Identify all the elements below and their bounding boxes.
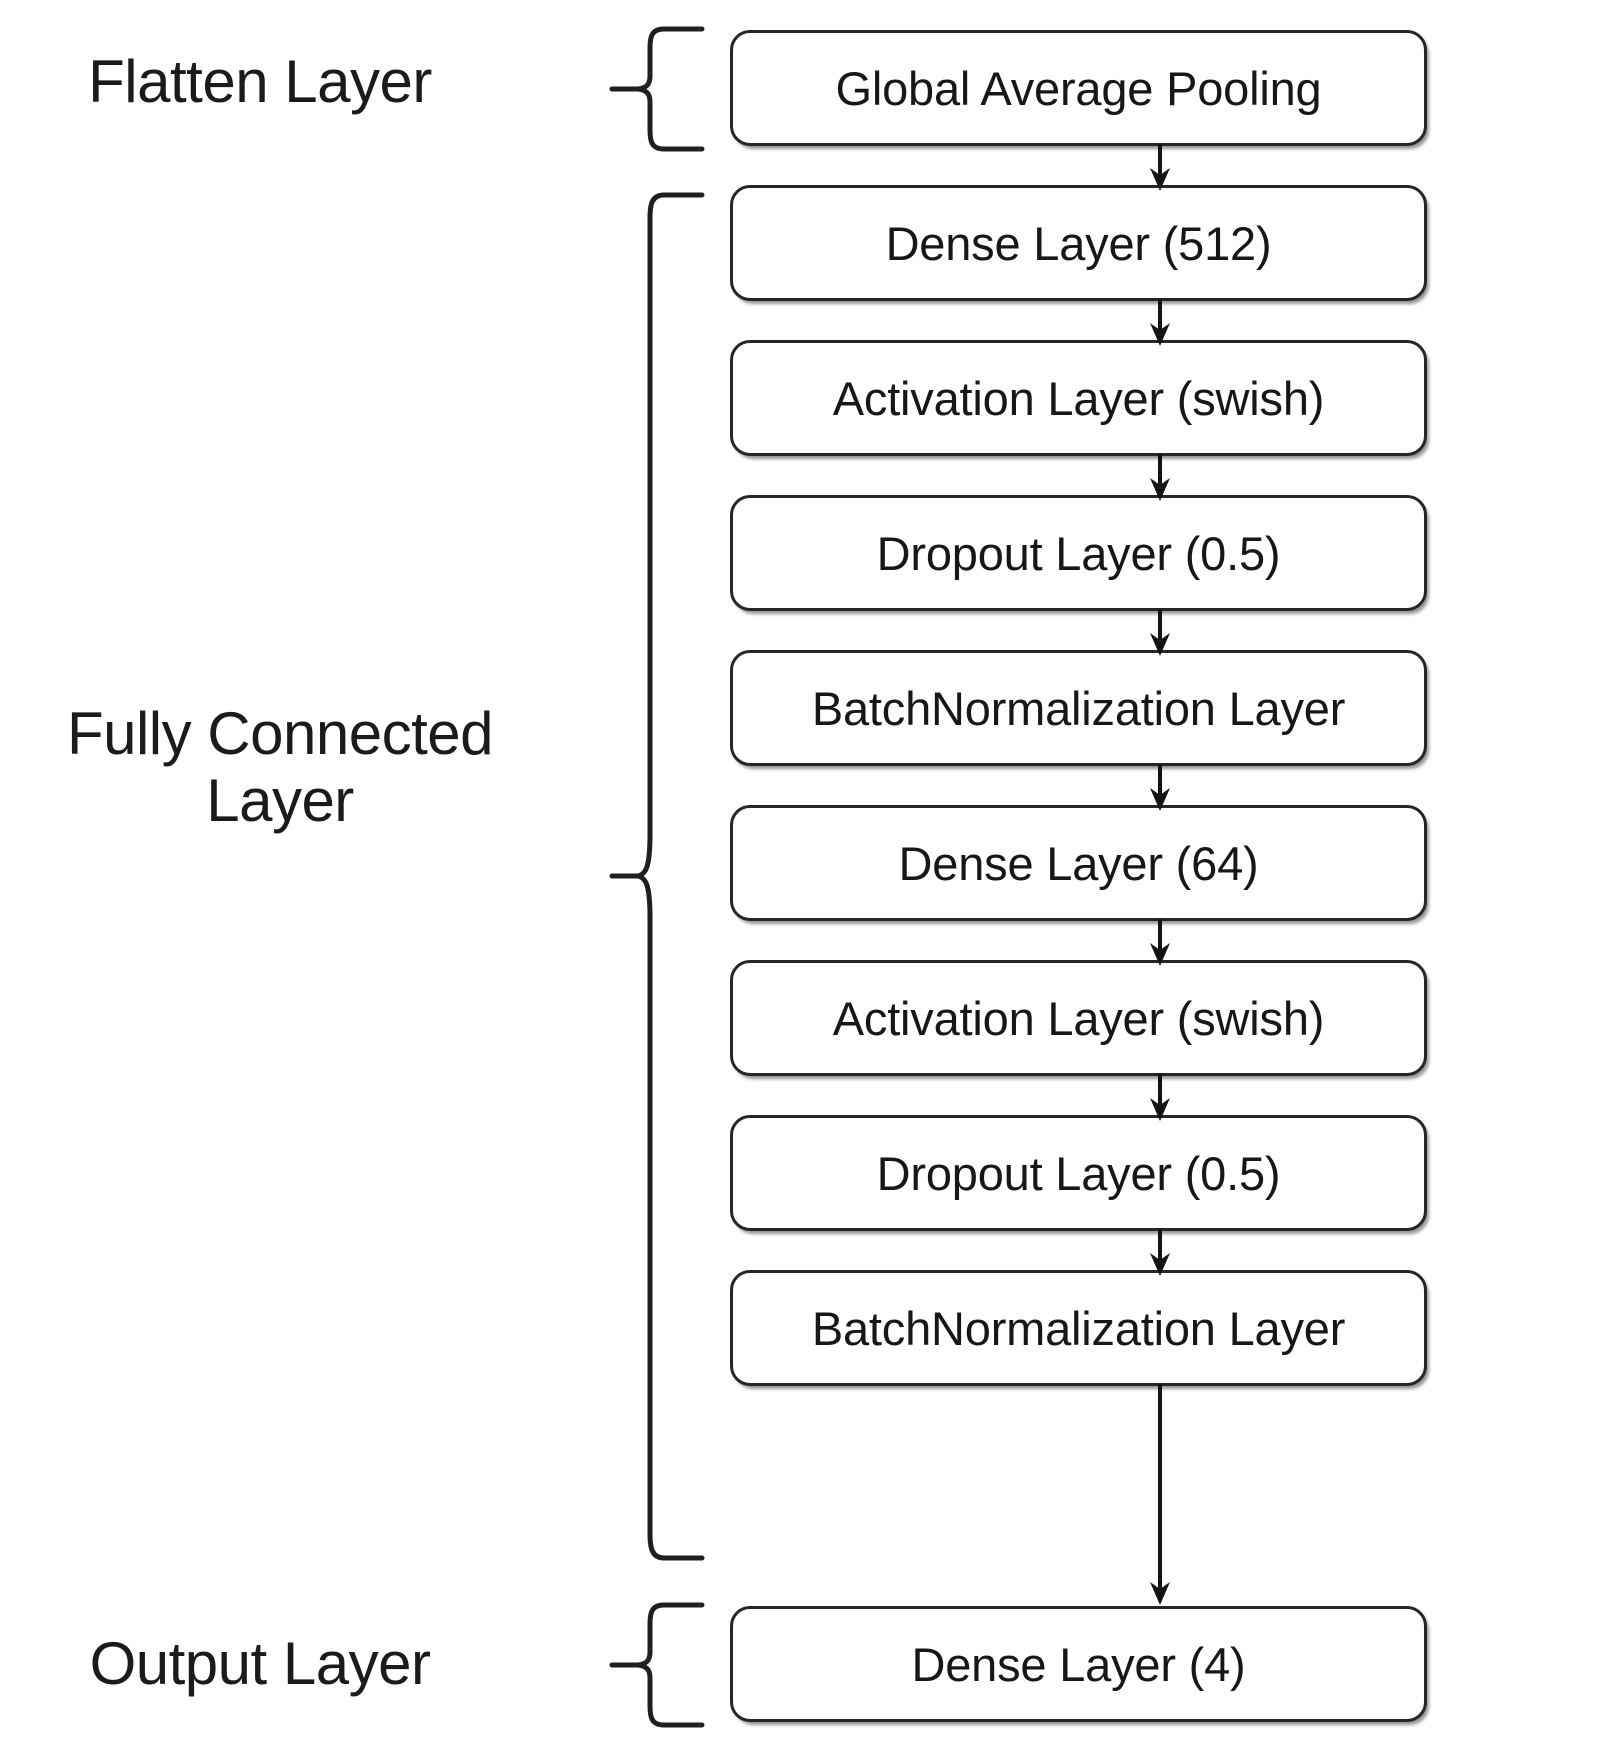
group-label-flatten-layer: Flatten Layer (88, 48, 432, 115)
arrow-down-icon-5 (1136, 764, 1184, 814)
layer-box-label: Dropout Layer (0.5) (876, 1146, 1281, 1200)
layer-box-dense-64[interactable]: Dense Layer (64) (730, 805, 1427, 921)
layer-box-dense-4[interactable]: Dense Layer (4) (730, 1606, 1427, 1722)
arrow-down-icon-9 (1136, 1384, 1184, 1606)
brace-flatten-layer (609, 26, 708, 152)
layer-box-dropout-05-2[interactable]: Dropout Layer (0.5) (730, 1115, 1427, 1231)
layer-box-dropout-05-1[interactable]: Dropout Layer (0.5) (730, 495, 1427, 611)
group-label-fully-connected-layer: Fully Connected Layer (66, 700, 494, 835)
layer-box-label: Dense Layer (512) (885, 216, 1272, 270)
arrow-down-icon-3 (1136, 454, 1184, 504)
layer-box-dense-512[interactable]: Dense Layer (512) (730, 185, 1427, 301)
layer-box-label: BatchNormalization Layer (811, 1301, 1346, 1355)
arrow-down-icon-8 (1136, 1229, 1184, 1279)
group-label-output-layer: Output Layer (89, 1630, 431, 1697)
arrow-down-icon-1 (1136, 144, 1184, 194)
brace-output-layer (609, 1602, 708, 1728)
layer-box-label: Dense Layer (4) (911, 1637, 1246, 1691)
layer-box-label: BatchNormalization Layer (811, 681, 1346, 735)
layer-box-label: Activation Layer (swish) (832, 371, 1325, 425)
arrow-down-icon-6 (1136, 919, 1184, 969)
brace-fully-connected-layer (609, 192, 708, 1562)
layer-box-global-average-pooling[interactable]: Global Average Pooling (730, 30, 1427, 146)
layer-box-batchnormalization-2[interactable]: BatchNormalization Layer (730, 1270, 1427, 1386)
layer-box-activation-swish-2[interactable]: Activation Layer (swish) (730, 960, 1427, 1076)
layer-box-label: Dense Layer (64) (898, 836, 1259, 890)
arrow-down-icon-2 (1136, 299, 1184, 349)
layer-box-label: Global Average Pooling (835, 61, 1322, 115)
layer-box-batchnormalization-1[interactable]: BatchNormalization Layer (730, 650, 1427, 766)
arrow-down-icon-7 (1136, 1074, 1184, 1124)
layer-box-label: Dropout Layer (0.5) (876, 526, 1281, 580)
arrow-down-icon-4 (1136, 609, 1184, 659)
layer-box-activation-swish-1[interactable]: Activation Layer (swish) (730, 340, 1427, 456)
layer-box-label: Activation Layer (swish) (832, 991, 1325, 1045)
